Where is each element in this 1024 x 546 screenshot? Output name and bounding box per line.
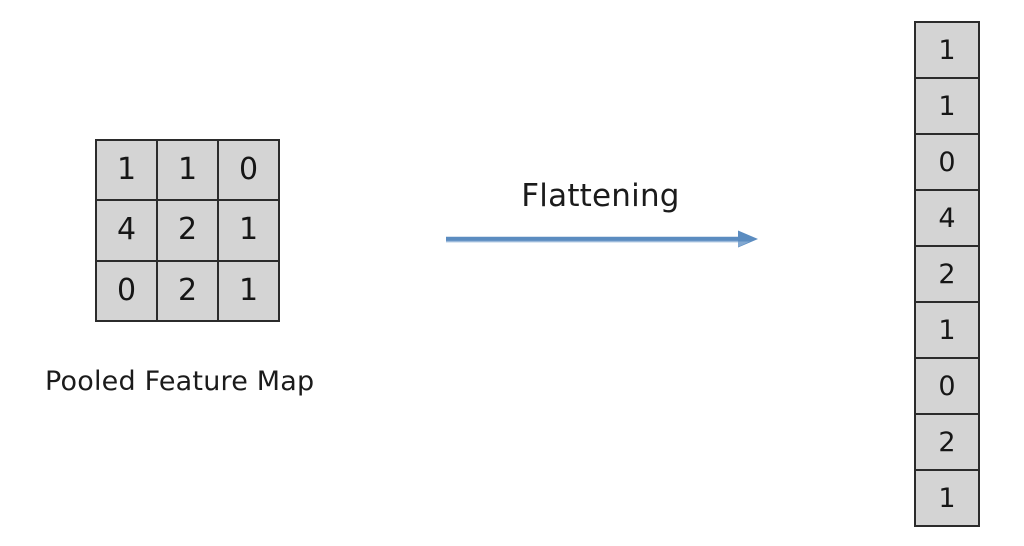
matrix-cell: 2 (158, 261, 217, 320)
matrix-cell: 1 (158, 141, 217, 200)
pooled-feature-map-label: Pooled Feature Map (45, 366, 315, 397)
matrix-cell: 2 (158, 201, 217, 260)
pooled-feature-map-grid: 1 1 0 4 2 1 0 2 1 (95, 139, 280, 322)
right-arrow-icon (446, 230, 758, 248)
vector-cell: 2 (916, 247, 978, 301)
matrix-cell: 0 (219, 141, 278, 200)
flattening-label: Flattening (521, 178, 680, 214)
vector-cell: 1 (916, 79, 978, 133)
flattened-vector-column: 1 1 0 4 2 1 0 2 1 (914, 21, 980, 527)
vector-cell: 1 (916, 23, 978, 77)
matrix-cell: 1 (219, 201, 278, 260)
matrix-cell: 0 (97, 261, 156, 320)
matrix-cell: 4 (97, 201, 156, 260)
vector-cell: 2 (916, 415, 978, 469)
vector-cell: 0 (916, 135, 978, 189)
vector-cell: 0 (916, 359, 978, 413)
vector-cell: 1 (916, 303, 978, 357)
vector-cell: 4 (916, 191, 978, 245)
matrix-cell: 1 (97, 141, 156, 200)
vector-cell: 1 (916, 471, 978, 525)
matrix-cell: 1 (219, 261, 278, 320)
